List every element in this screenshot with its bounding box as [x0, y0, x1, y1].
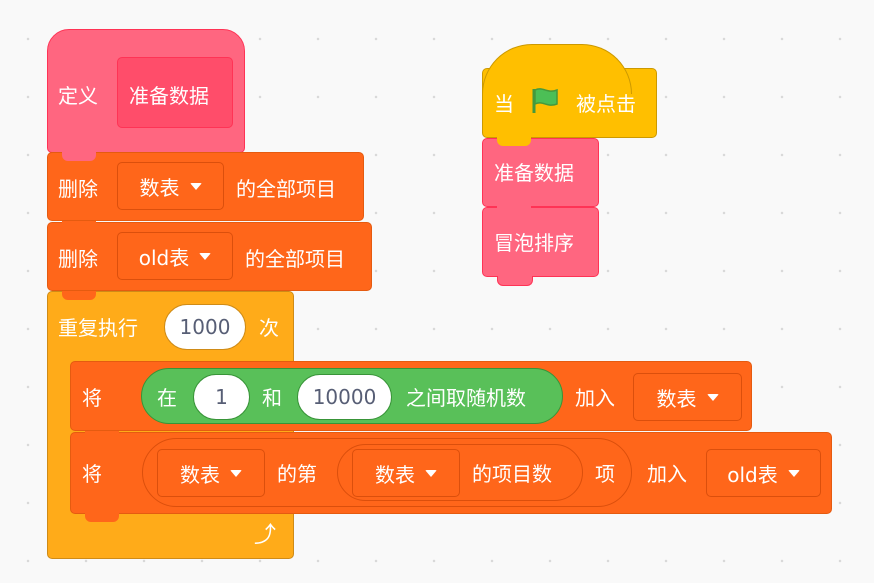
item-of-label: 的第	[277, 462, 317, 486]
when-label: 当	[494, 92, 514, 116]
and-label: 和	[262, 386, 282, 410]
list-dropdown[interactable]: 数表	[117, 162, 224, 210]
dropdown-value: old表	[138, 245, 190, 270]
loop-arrow-icon: ⤴	[254, 523, 277, 548]
caret-down-icon	[787, 469, 800, 477]
delete-suffix: 的全部项目	[245, 247, 345, 271]
list-dropdown[interactable]: 数表	[352, 449, 460, 497]
notch	[62, 221, 96, 230]
hat-cap	[482, 44, 632, 94]
call-label: 冒泡排序	[494, 231, 574, 255]
list-dropdown[interactable]: old表	[706, 449, 821, 497]
define-label: 定义	[58, 84, 98, 108]
notch	[497, 276, 533, 286]
define-prototype[interactable]	[117, 57, 233, 128]
dropdown-value: 数表	[656, 386, 697, 411]
dropdown-value: 数表	[375, 462, 415, 487]
from-value: 1	[215, 385, 228, 409]
notch	[497, 137, 531, 146]
caret-down-icon	[199, 252, 212, 260]
repeat-count-input[interactable]: 1000	[164, 304, 246, 350]
delete-label: 删除	[58, 247, 98, 271]
random-prefix: 在	[157, 386, 177, 410]
notch	[62, 291, 96, 300]
notch	[497, 206, 531, 215]
add-keyword: 加入	[647, 462, 687, 486]
caret-down-icon	[706, 393, 719, 401]
repeat-label: 重复执行	[58, 316, 138, 340]
add-label: 将	[82, 462, 102, 486]
call-prepare-data-block[interactable]	[482, 138, 599, 207]
list-dropdown[interactable]: 数表	[157, 449, 265, 497]
list-dropdown[interactable]: 数表	[633, 373, 742, 421]
notch	[62, 152, 96, 161]
caret-down-icon	[189, 182, 202, 190]
delete-suffix: 的全部项目	[236, 177, 336, 201]
list-dropdown[interactable]: old表	[117, 232, 233, 280]
delete-label: 删除	[58, 177, 98, 201]
dropdown-value: 数表	[180, 462, 220, 487]
call-label: 准备数据	[494, 161, 574, 185]
dropdown-value: old表	[727, 462, 778, 487]
caret-down-icon	[230, 469, 242, 477]
random-from-input[interactable]: 1	[193, 374, 250, 420]
item-label: 项	[595, 462, 615, 486]
to-value: 10000	[312, 385, 377, 409]
length-of-list-reporter[interactable]	[337, 444, 583, 501]
random-suffix: 之间取随机数	[406, 386, 526, 410]
notch	[85, 513, 119, 522]
caret-down-icon	[425, 469, 437, 477]
item-of-list-reporter[interactable]	[142, 438, 632, 507]
define-name: 准备数据	[129, 84, 209, 108]
add-label: 将	[82, 386, 102, 410]
green-flag-icon	[532, 88, 558, 113]
notch	[85, 431, 119, 440]
random-to-input[interactable]: 10000	[297, 374, 392, 420]
add-keyword: 加入	[575, 386, 615, 410]
call-bubble-sort-block[interactable]	[482, 207, 599, 277]
count-value: 1000	[179, 315, 231, 339]
dropdown-value: 数表	[139, 175, 180, 200]
length-suffix: 的项目数	[472, 462, 552, 486]
clicked-label: 被点击	[576, 92, 636, 116]
repeat-suffix: 次	[259, 316, 279, 340]
